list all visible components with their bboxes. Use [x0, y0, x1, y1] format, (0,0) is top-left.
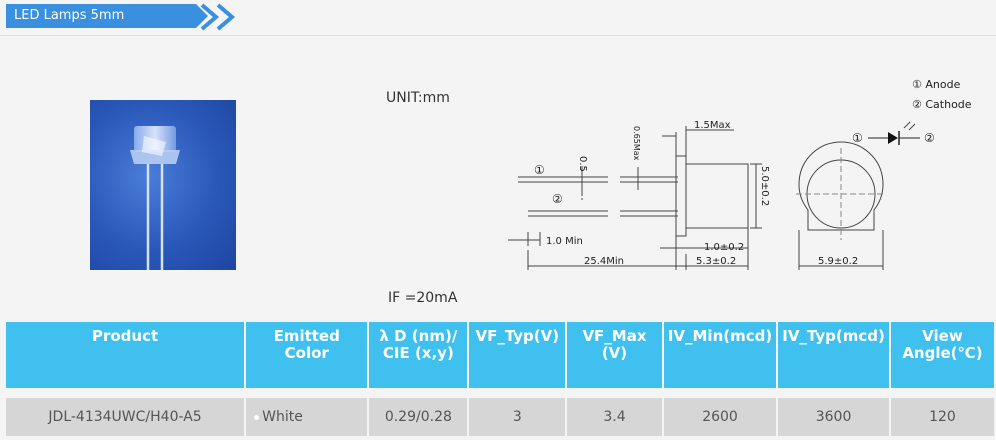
table-row: JDL-4134UWC/H40-A5 White 0.29/0.28 3 3.4… [6, 398, 994, 436]
led-lamp-image [130, 126, 180, 270]
header-iv-min: IV_Min(mcd) [663, 322, 777, 388]
legend-cathode: ② Cathode [912, 98, 972, 111]
double-chevron-icon [200, 3, 236, 31]
side-view: ① 0.5 ② 0.65Max 1.5Max 5.0±0.2 1.0 M [508, 120, 770, 270]
dim-flange-diameter: 5.9±0.2 [818, 256, 858, 267]
svg-text:①: ① [852, 131, 863, 145]
unit-label: UNIT:mm [386, 90, 450, 106]
cell-vf-typ: 3 [469, 398, 566, 436]
product-photo [90, 100, 236, 270]
header-wavelength: λ D (nm)/ CIE (x,y) [369, 322, 468, 388]
section-title: LED Lamps 5mm [6, 4, 208, 28]
dim-lead-width: 0.65Max [632, 126, 641, 161]
header-view-angle: View Angle(℃) [890, 322, 994, 388]
dim-flange: 1.5Max [694, 120, 731, 131]
cell-vf-max: 3.4 [567, 398, 662, 436]
dim-lead-length: 25.4Min [584, 256, 624, 267]
legend-anode: ① Anode [912, 78, 961, 91]
spec-table: Product Emitted Color λ D (nm)/ CIE (x,y… [4, 320, 996, 438]
header-vf-max: VF_Max (V) [567, 322, 662, 388]
dim-body-length: 5.3±0.2 [696, 256, 736, 267]
cell-view-angle: 120 [890, 398, 994, 436]
top-view: 5.9±0.2 [796, 141, 886, 270]
svg-text:②: ② [924, 131, 935, 145]
cell-iv-typ: 3600 [778, 398, 889, 436]
page-header: LED Lamps 5mm [0, 0, 996, 36]
header-emitted-color: Emitted Color [246, 322, 368, 388]
svg-text:②: ② [552, 192, 563, 206]
cell-emitted-color: White [246, 398, 368, 436]
header-product: Product [6, 322, 245, 388]
bullet-icon [254, 414, 260, 420]
header-vf-typ: VF_Typ(V) [469, 322, 566, 388]
dim-lead-min: 1.0 Min [546, 236, 583, 247]
header-iv-typ: IV_Typ(mcd) [778, 322, 889, 388]
diode-symbol: ① ② [852, 121, 935, 145]
dim-lead-pitch: 0.5 [577, 156, 588, 172]
cell-iv-min: 2600 [663, 398, 777, 436]
dimension-drawing: ① Anode ② Cathode ① ② ① 0.5 ② 0.65Max [508, 78, 972, 270]
dim-diameter: 5.0±0.2 [759, 166, 770, 206]
svg-text:①: ① [534, 163, 545, 177]
cell-product: JDL-4134UWC/H40-A5 [6, 398, 245, 436]
dim-flange-thickness: 1.0±0.2 [704, 242, 744, 253]
current-label: IF =20mA [388, 290, 458, 306]
table-header-row: Product Emitted Color λ D (nm)/ CIE (x,y… [6, 322, 994, 388]
cell-wavelength: 0.29/0.28 [369, 398, 468, 436]
